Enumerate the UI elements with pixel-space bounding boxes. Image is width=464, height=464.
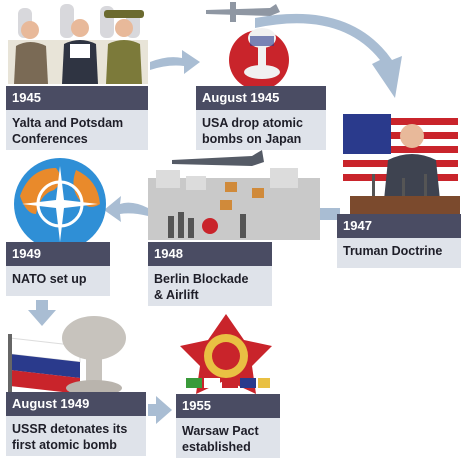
event-card-yalta: 1945 Yalta and Potsdam Conferences — [6, 86, 148, 150]
event-description: Truman Doctrine — [343, 244, 443, 258]
event-date: 1948 — [148, 242, 272, 266]
event-description: Warsaw Pact established — [182, 424, 259, 454]
event-card-atomic-japan: August 1945 USA drop atomic bombs on Jap… — [196, 86, 326, 150]
bomber-mushroom-cloud-image — [206, 2, 289, 90]
event-description: Yalta and Potsdam Conferences — [12, 116, 124, 146]
event-description: USA drop atomic bombs on Japan — [202, 116, 303, 146]
event-date: 1949 — [6, 242, 110, 266]
russian-flag-mushroom-image — [8, 316, 126, 396]
event-date: 1955 — [176, 394, 280, 418]
flow-arrow-4 — [104, 196, 148, 222]
truman-speech-image — [343, 114, 460, 214]
event-description: Berlin Blockade & Airlift — [154, 272, 249, 302]
berlin-airlift-image — [148, 150, 320, 240]
flow-arrow-1 — [150, 50, 200, 74]
flow-arrow-6 — [148, 396, 172, 424]
event-date: August 1945 — [196, 86, 326, 110]
event-card-truman: 1947 Truman Doctrine — [337, 214, 461, 268]
event-date: 1945 — [6, 86, 148, 110]
nato-globe-image — [14, 158, 106, 250]
event-description: NATO set up — [12, 272, 87, 286]
warsaw-pact-emblem-image — [180, 314, 272, 394]
event-card-berlin: 1948 Berlin Blockade & Airlift — [148, 242, 272, 306]
event-card-warsaw: 1955 Warsaw Pact established — [176, 394, 280, 458]
flow-arrow-5 — [28, 300, 56, 326]
event-description: USSR detonates its first atomic bomb — [12, 422, 128, 452]
event-card-ussr-bomb: August 1949 USSR detonates its first ato… — [6, 392, 146, 456]
event-date: August 1949 — [6, 392, 146, 416]
flow-arrow-2 — [255, 13, 402, 98]
event-card-nato: 1949 NATO set up — [6, 242, 110, 296]
event-date: 1947 — [337, 214, 461, 238]
leaders-seated-image — [8, 4, 148, 84]
